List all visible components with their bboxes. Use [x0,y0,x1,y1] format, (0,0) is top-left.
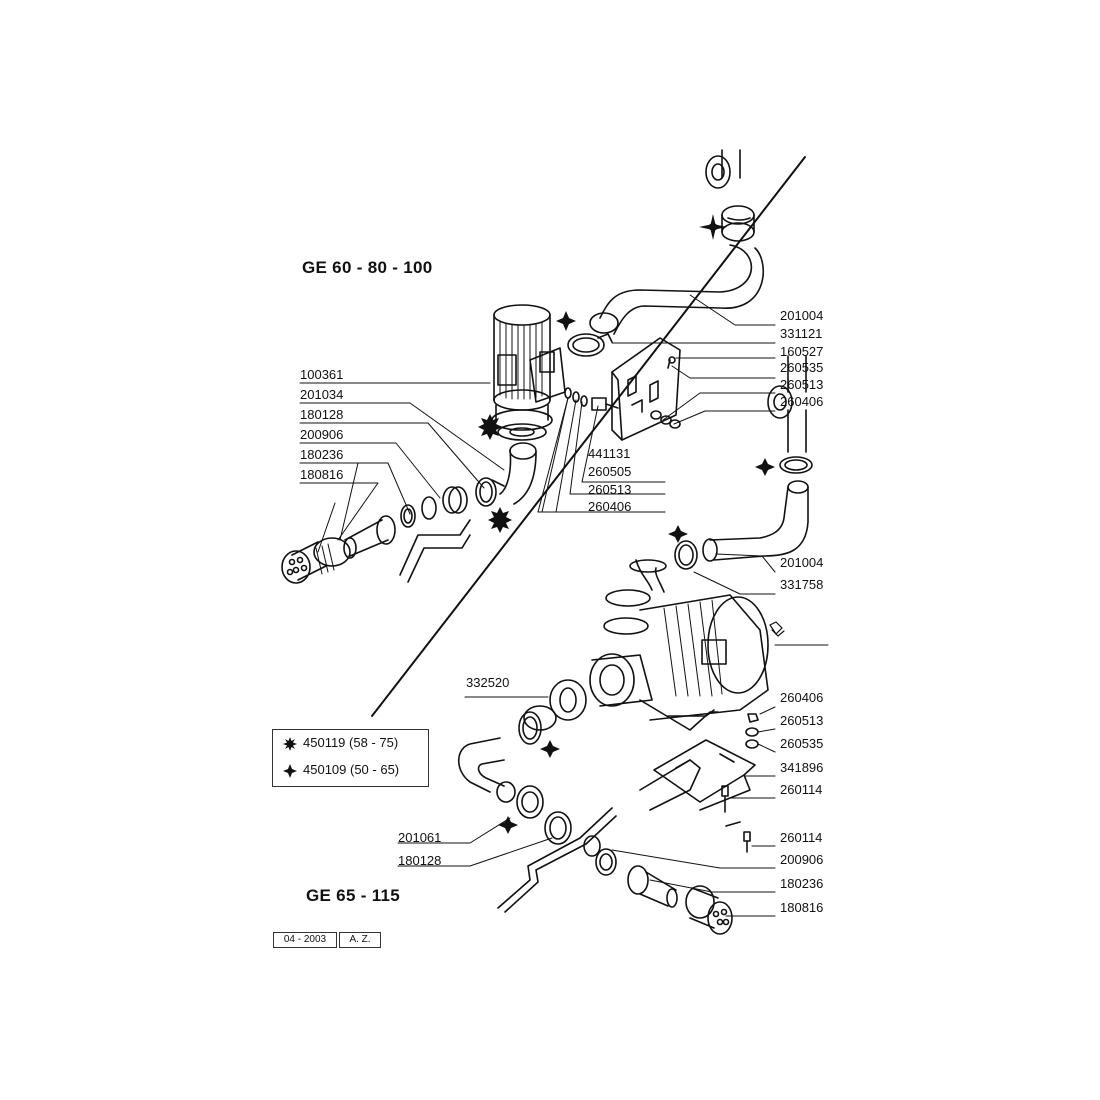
star-markers [478,214,775,834]
part-label-upper-right: 201004 [780,308,824,323]
leader-lines-lower [397,553,829,917]
pump-motor-100361 [491,304,566,441]
clamp-180128-lower [516,785,544,819]
leader-lines-upper-right [611,294,776,425]
legend-row-star8: 450119 (58 - 75) [283,735,398,751]
elbow-201034 [499,442,537,505]
legend-text: 450109 (50 - 65) [303,762,400,777]
clamp-lower-201061 [518,711,542,745]
wall-panel-lower [497,807,617,913]
part-label-upper-left: 201034 [300,387,344,402]
elbow-pipe-201061 [457,737,516,803]
part-label-lower-right: 180236 [780,876,824,891]
part-label-lower-right: 260513 [780,713,824,728]
legend-box: 450119 (58 - 75) 450109 (50 - 65) [272,729,429,787]
wall-panel-upper [399,519,471,583]
flange-332520 [523,679,587,731]
author-stamp: A. Z. [339,932,381,948]
outlet-pipe-top-lower [767,355,813,474]
star4-marker-6 [498,816,518,834]
part-label-upper-right: 260513 [780,377,824,392]
clamp-180128-upper [475,477,505,507]
part-label-lower-right: 260406 [780,690,824,705]
title-upper-model-range: GE 60 - 80 - 100 [302,258,433,277]
fitting-200906-lower [583,835,617,876]
part-label-lower-left: 201061 [398,830,442,845]
bolt-441131 [564,387,619,411]
part-label-upper-center: 260406 [588,499,632,514]
part-label-lower-left: 332520 [466,675,510,690]
part-label-lower-right: 180816 [780,900,824,915]
part-label-lower-right: 260114 [780,830,823,845]
part-label-upper-right: 260406 [780,394,824,409]
part-label-lower-right: 201004 [780,555,824,570]
part-label-upper-center: 441131 [588,446,631,461]
section-divider-line [371,156,806,717]
part-label-lower-right: 200906 [780,852,824,867]
strainer-180816-upper [281,537,351,584]
part-label-upper-left: 100361 [300,367,344,382]
part-label-upper-left: 180128 [300,407,344,422]
clamp-331758 [674,540,698,570]
star4-marker-4 [668,525,688,543]
part-label-lower-left: 180128 [398,853,442,868]
part-label-lower-right: 260114 [780,782,823,797]
star4-marker-1 [699,214,727,240]
part-label-lower-right: 260535 [780,736,824,751]
part-label-upper-left: 180236 [300,447,344,462]
star8-marker-2 [488,507,512,533]
clamp-331121 [567,333,613,357]
part-label-upper-right: 260535 [780,360,824,375]
star8-marker-1 [478,414,502,440]
outlet-pipe-top [705,149,755,242]
fitting-200906-upper [400,486,468,528]
title-lower-model-range: GE 65 - 115 [306,886,401,905]
terminal-icon-lower [769,621,785,637]
suction-fitting-180236-upper [343,515,396,559]
screw-160527 [667,356,676,369]
part-label-lower-right: 331758 [780,577,824,592]
pipe-201004-lower [702,480,809,562]
fitting-180128-lower [544,811,572,845]
star4-icon [283,763,297,778]
leader-lines-upper-left [299,382,505,553]
star4-marker-2 [556,311,576,331]
bolts-260114 [721,785,751,853]
star4-marker-5 [540,740,560,758]
washers-right-upper [650,410,681,429]
pipe-201004-upper [589,244,765,335]
part-label-upper-left: 180816 [300,467,344,482]
washers-lower-right [745,713,759,749]
part-label-upper-center: 260505 [588,464,632,479]
legend-row-star4: 450109 (50 - 65) [283,762,399,778]
mounting-plate-331121 [611,337,681,441]
part-label-upper-right: 160527 [780,344,824,359]
part-label-lower-right: 341896 [780,760,824,775]
pump-motor-332520 [589,559,769,731]
leader-lines-upper-center [537,397,666,513]
date-stamp: 04 - 2003 [273,932,337,948]
star4-marker-3 [755,458,775,476]
part-label-upper-left: 200906 [300,427,344,442]
mounting-bracket-341896 [639,739,756,811]
suction-fitting-180236-lower [627,865,678,908]
strainer-180816-lower [685,885,733,935]
star8-icon [283,736,297,751]
part-label-upper-center: 260513 [588,482,632,497]
legend-text: 450119 (58 - 75) [303,735,399,750]
part-label-upper-right: 331121 [780,326,823,341]
